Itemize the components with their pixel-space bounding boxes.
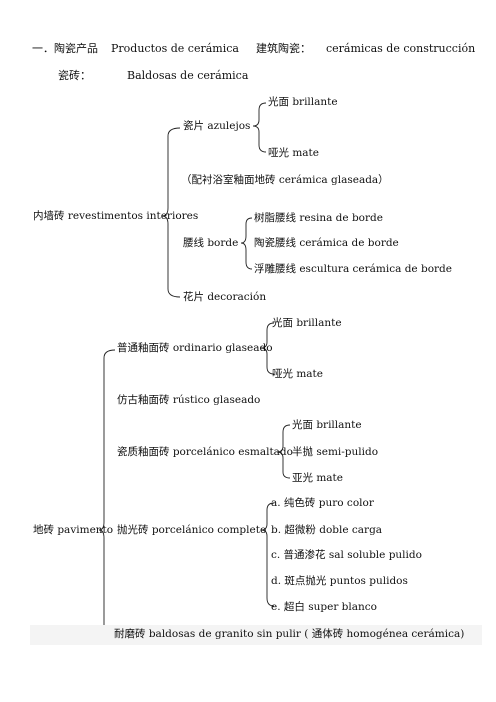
section-title-es: Productos de cerámica <box>111 42 239 55</box>
wall-root: 内墙砖 revestimentos interiores <box>33 210 199 222</box>
floor-enamel-semi: 半抛 semi-pulido <box>292 446 379 458</box>
bracket-wall <box>161 127 181 298</box>
subcategory-label-es: Baldosas de cerámica <box>127 69 249 82</box>
bracket-polished <box>260 502 275 607</box>
floor-polished-d: d. 斑点抛光 puntos pulidos <box>271 575 408 587</box>
wall-note: （配衬浴室釉面地砖 cerámica glaseada） <box>181 174 389 186</box>
floor-polished-a: a. 纯色砖 puro color <box>271 497 374 509</box>
floor-ordinary-matte: 哑光 mate <box>272 368 323 380</box>
bracket-ordinary <box>260 322 275 375</box>
floor-polished-e: e. 超白 super blanco <box>271 601 377 613</box>
wall-tile-glossy: 光面 brillante <box>268 96 338 108</box>
wall-tile-matte: 哑光 mate <box>268 147 319 159</box>
floor-enamel-glossy: 光面 brillante <box>292 419 362 431</box>
wall-decoration: 花片 decoración <box>183 291 267 303</box>
floor-polished-c: c. 普通渗花 sal soluble pulido <box>271 549 422 561</box>
section-title: 一．陶瓷产品 <box>32 42 98 55</box>
category-label-es: cerámicas de construcción <box>326 42 476 55</box>
floor-granite: 耐磨砖 baldosas de granito sin pulir ( 通体砖 … <box>114 628 465 640</box>
highlight-band <box>30 625 482 645</box>
bracket-floor <box>98 349 116 635</box>
floor-polished: 抛光砖 porcelánico completo <box>117 524 267 536</box>
wall-border-resin: 树脂腰线 resina de borde <box>254 212 383 224</box>
subcategory-label: 瓷砖： <box>58 69 91 82</box>
bracket-tile <box>252 102 267 153</box>
floor-ordinary-glossy: 光面 brillante <box>272 317 342 329</box>
bracket-enamel <box>276 424 291 479</box>
category-label: 建筑陶瓷： <box>256 42 311 55</box>
wall-tile: 瓷片 azulejos <box>183 120 251 132</box>
floor-ordinary: 普通釉面砖 ordinario glaseado <box>117 342 273 354</box>
wall-border-ceramic: 陶瓷腰线 cerámica de borde <box>254 237 399 249</box>
bracket-border <box>240 217 253 270</box>
wall-border: 腰线 borde <box>183 237 239 249</box>
floor-root: 地砖 pavimento <box>33 524 114 536</box>
wall-border-relief: 浮雕腰线 escultura cerámica de borde <box>254 263 452 275</box>
floor-enamel: 瓷质釉面砖 porcelánico esmaltado <box>117 446 293 458</box>
floor-enamel-matte: 亚光 mate <box>292 472 343 484</box>
floor-rustic: 仿古釉面砖 rústico glaseado <box>117 394 261 406</box>
floor-polished-b: b. 超微粉 doble carga <box>271 524 383 536</box>
